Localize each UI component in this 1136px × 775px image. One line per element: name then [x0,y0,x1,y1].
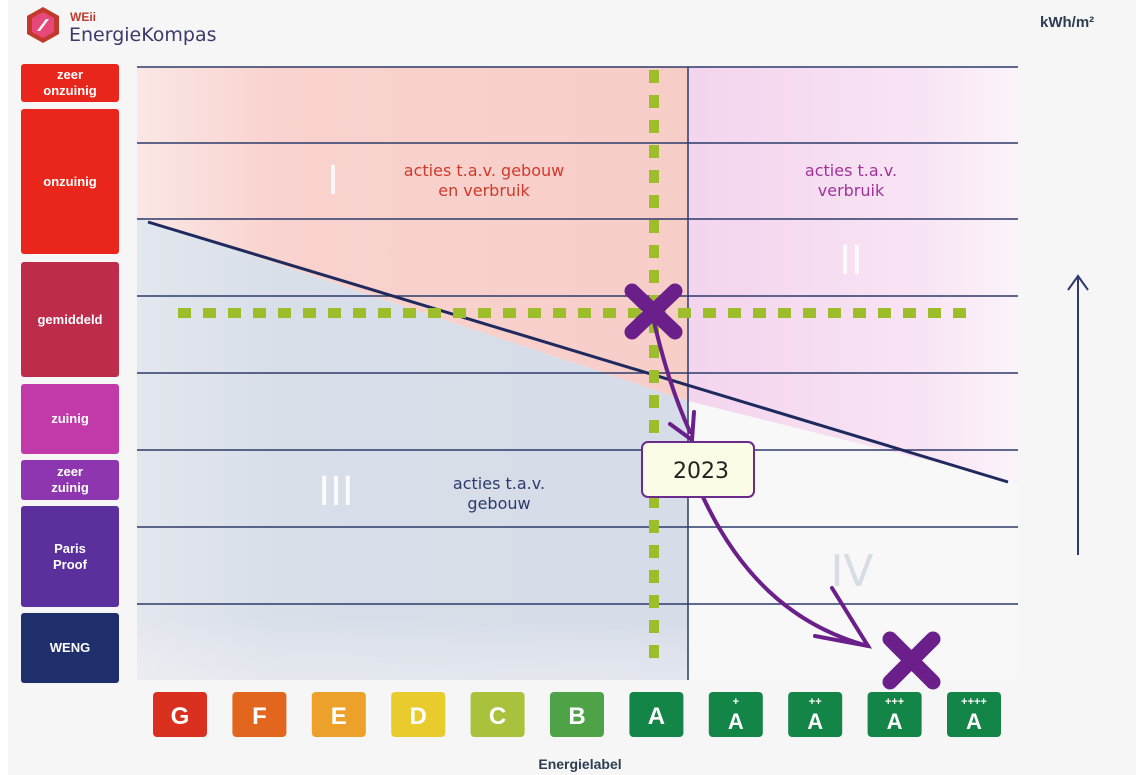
quadrant-4-numeral: IV [830,546,873,597]
energy-label-D: D [391,692,446,737]
energy-label-letter: A [807,709,823,734]
energy-label-letter: G [171,703,190,730]
energy-label-A-1plus: A+ [708,692,763,737]
year-annotation: 2023 [641,441,755,498]
target-position-marker [882,631,941,690]
category-paris-proof: Paris Proof [21,506,119,607]
energy-label-B: B [550,692,604,737]
quadrant-3-numeral: III [318,469,353,515]
up-arrow-icon [1067,274,1089,555]
unit-label: kWh/m² [1040,14,1095,31]
energy-label-letter: D [410,703,427,730]
energy-label-letter: A [966,709,982,734]
energy-label-A-2plus: A++ [788,692,843,737]
energy-label-A-3plus: A+++ [867,692,922,737]
quadrant-2-text: acties t.a.v.verbruik [805,161,897,200]
quadrant-4-region [688,401,1018,680]
compass-logo-icon [27,7,59,43]
quadrant-2-region [688,67,1018,483]
energy-label-G: G [153,692,207,737]
category-zeer-onzuinig: zeer onzuinig [21,64,119,102]
progress-arrow-1 [652,320,696,444]
category-weng: WENG [21,613,119,683]
energy-label-plus: ++++ [961,696,987,708]
category-onzuinig: onzuinig [21,109,119,254]
brand-name: EnergieKompas [69,24,217,46]
quadrant-1-region [137,67,688,401]
category-zeer-zuinig: zeer zuinig [21,460,119,500]
energy-label-E: E [311,692,366,737]
energy-label-F: F [232,692,287,737]
quadrant-2-numeral: II [839,238,863,284]
energy-label-letter: E [331,703,347,730]
quadrant-1-numeral: I [327,158,339,204]
energy-label-letter: A [728,709,744,734]
category-zuinig: zuinig [21,384,119,454]
quadrant-3-text: acties t.a.v.gebouw [453,474,545,513]
energy-label-plus: + [733,696,739,708]
energy-label-letter: F [252,703,267,730]
energy-label-letter: B [568,703,585,730]
quadrant-3-region [137,217,688,680]
energy-label-C: C [470,692,525,737]
energy-label-letter: C [489,703,506,730]
band-lines [137,66,1018,605]
energy-label-letter: A [887,709,903,734]
diagonal-boundary [147,220,1009,484]
current-position-marker [624,283,683,340]
energy-label-A-4plus: A++++ [947,692,1001,737]
energy-label-letter: A [648,703,665,730]
progress-arrow-2 [701,495,873,649]
brand-small-text: WEii [70,10,96,24]
category-gemiddeld: gemiddeld [21,262,119,377]
energy-label-plus: +++ [885,696,904,708]
x-axis-label: Energielabel [538,756,622,772]
energy-label-plus: ++ [809,696,822,708]
region-fade [137,620,1018,680]
energy-label-A: A [629,692,684,737]
